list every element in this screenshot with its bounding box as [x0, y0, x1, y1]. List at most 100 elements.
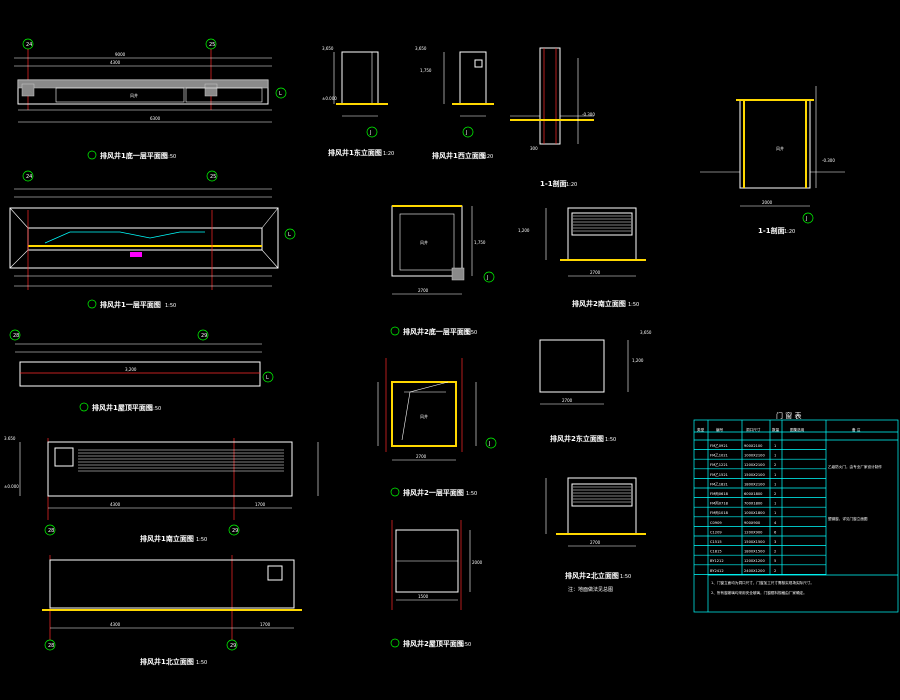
side1-scale: 1:20 [383, 151, 394, 157]
section-a-drawing: -0.300 300 1-1剖面 1:20 [510, 47, 595, 188]
schedule-cell-size: 1000X1800 [744, 511, 765, 515]
side1-drawing: 3,650 ±0.000 J 排风井1东立面图 1:20 [322, 46, 394, 157]
schedule-cell-size: 1500X2100 [744, 473, 765, 477]
side2-top: 3,650 [415, 46, 427, 51]
side1-title: 排风井1东立面图 [328, 148, 382, 157]
plan5-dim: 2700 [416, 454, 427, 459]
elev3-title: 排风井2南立面图 [572, 299, 626, 308]
elev2-dim2: 1700 [260, 622, 271, 627]
schedule-cell-size: 1200X900 [744, 530, 763, 534]
schedule-footnote2: 2、所有窗玻璃均采用安全玻璃，门窗框料规格由厂家确定。 [711, 590, 807, 595]
elev1-scale: 1:50 [196, 537, 207, 543]
elev2-drawing: 4300 1700 28 29 排风井1北立面图 1:50 [42, 555, 302, 666]
elev4-scale: 1:50 [605, 437, 616, 443]
plan1-room: 风井 [130, 92, 138, 98]
schedule-cell-code: FM丙1018 [710, 510, 729, 515]
plan1-title: 排风井1底一层平面图 [100, 151, 168, 160]
plan1-dim-bottom: 6300 [150, 116, 161, 121]
schedule-cell-count: 6 [774, 530, 777, 534]
axis-24: 24 [26, 42, 32, 48]
schedule-footnote1: 1、门窗立面均为洞口尺寸，门窗加工尺寸需核实现场实际尺寸。 [711, 580, 814, 585]
schedule-cell-size: 600X1800 [744, 492, 763, 496]
section-a-ground: -0.300 [582, 112, 595, 117]
col-size: 洞口尺寸 [746, 427, 761, 432]
section-a-title: 1-1剖面 [540, 179, 567, 188]
elev4-top: 3,650 [640, 330, 652, 335]
axis-L-3: L [266, 375, 269, 381]
plan6-scale: 1:50 [460, 642, 471, 648]
section-a-scale: 1:20 [566, 182, 577, 188]
schedule-cell-code: FM乙1021 [710, 453, 728, 458]
plan5-scale: 1:50 [466, 491, 477, 497]
side1-ground: ±0.000 [322, 96, 337, 101]
schedule-cell-code: BY2412 [710, 569, 724, 573]
section-b-title: 1-1剖面 [758, 226, 785, 235]
col-std: 图集选用 [790, 427, 805, 432]
plan3-scale: 1:50 [150, 406, 161, 412]
elev1-title: 排风井1南立面图 [140, 534, 194, 543]
plan3-title: 排风井1屋顶平面图 [92, 403, 153, 412]
axis-J-3: J [805, 216, 807, 222]
drawing-note: 注：地面做法见总图 [568, 586, 613, 593]
schedule-cell-code: C1515 [710, 540, 722, 544]
schedule-cell-code: FM丙0618 [710, 491, 729, 496]
elev4-dim-h: 2700 [562, 398, 573, 403]
plan6-dim-v: 2000 [472, 560, 483, 565]
elev3-dim: 1,200 [518, 228, 530, 233]
axis-L-1: L [279, 91, 282, 97]
schedule-cell-code: FM乙1821 [710, 481, 728, 486]
schedule-cell-count: 2 [774, 463, 776, 467]
axis-L-2: L [288, 232, 291, 238]
side2-scale: 1:20 [482, 154, 493, 160]
side2-drawing: 3,650 1,750 J 排风井1西立面图 1:20 [415, 46, 494, 160]
schedule-cell-count: 1 [774, 454, 776, 458]
schedule-cell-count: 1 [774, 511, 776, 515]
plan1-drawing: 24 25 9000 4300 风井 6300 L 排风井1底一层平面图 1:5… [14, 38, 287, 160]
schedule-cell-count: 1 [774, 473, 776, 477]
schedule-cell-count: 1 [774, 502, 776, 506]
axis-24-b: 24 [26, 174, 32, 180]
col-count: 数量 [772, 427, 780, 432]
plan4-title: 排风井2底一层平面图 [403, 327, 471, 336]
elev3-dim-h: 2700 [590, 270, 601, 275]
elev4-drawing: 1,200 3,650 2700 排风井2东立面图 1:50 [539, 330, 652, 443]
axis-29-b: 29 [232, 528, 238, 534]
elev2-title: 排风井1北立面图 [140, 657, 194, 666]
side2-mid: 1,750 [420, 68, 432, 73]
schedule-row: FM丙1018 1000X1800 1 [694, 510, 826, 518]
schedule-remark1: 乙级防火门，由专业厂家设计制作 [828, 464, 882, 469]
schedule-cell-size: 1200X1200 [744, 559, 765, 563]
schedule-remark2: 塑钢窗，详见门窗立面图 [828, 516, 868, 521]
elev1-top-elev: 3.650 [4, 436, 16, 441]
elev3-drawing: 1,200 2700 排风井2南立面图 1:50 [518, 207, 646, 308]
schedule-cell-count: 1 [774, 444, 776, 448]
plan1-dim-total: 9000 [115, 52, 126, 57]
axis-25-b: 25 [210, 174, 216, 180]
schedule-cell-code: FM乙1221 [710, 462, 728, 467]
plan6-drawing: 2000 1500 排风井2屋顶平面图 1:50 [390, 520, 483, 648]
schedule-cell-size: 1500X1500 [744, 540, 765, 544]
plan3-drawing: 28 29 3,200 L 排风井1屋顶平面图 1:50 [9, 329, 274, 412]
schedule-cell-count: 5 [774, 559, 776, 563]
plan4-room: 风井 [420, 239, 428, 245]
elev2-dim1: 4300 [110, 622, 121, 627]
section-b-ground: -0.300 [822, 158, 835, 163]
section-b-drawing: 风井 -0.300 2000 J 1-1剖面 1:20 [700, 86, 845, 235]
axis-28-b: 28 [48, 528, 54, 534]
plan1-scale: 1:50 [165, 154, 176, 160]
side1-top: 3,650 [322, 46, 334, 51]
schedule-cell-code: C0909 [710, 521, 722, 525]
